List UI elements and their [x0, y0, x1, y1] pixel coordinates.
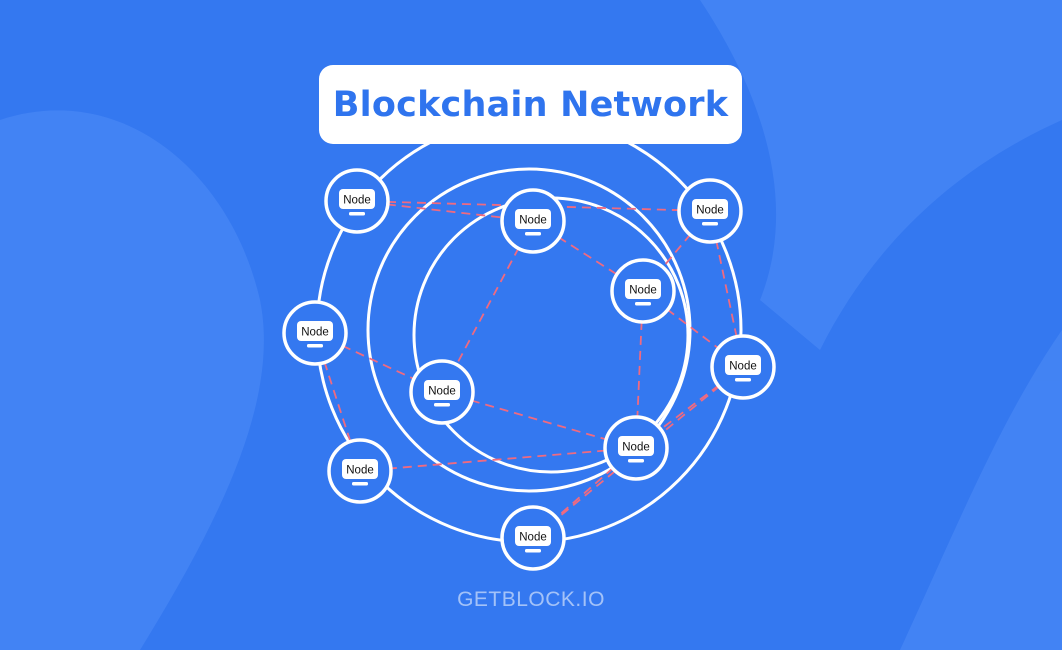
page-title: Blockchain Network	[332, 84, 729, 125]
link-n4-n8	[441, 391, 637, 449]
title-card: Blockchain Network	[319, 65, 742, 144]
node-n8[interactable]: Node	[603, 415, 669, 481]
monitor-icon	[515, 209, 551, 236]
monitor-icon	[424, 380, 460, 407]
node-label: Node	[301, 327, 329, 339]
node-label: Node	[629, 285, 657, 297]
link-n8-n9	[359, 447, 637, 472]
node-n6[interactable]: Node	[610, 258, 676, 324]
node-n5[interactable]: Node	[677, 178, 743, 244]
monitor-icon	[618, 436, 654, 463]
node-label: Node	[729, 361, 757, 373]
node-n4[interactable]: Node	[409, 359, 475, 425]
middle-ring	[366, 167, 692, 493]
node-n9[interactable]: Node	[327, 438, 393, 504]
node-label: Node	[696, 205, 724, 217]
node-label: Node	[428, 386, 456, 398]
node-n1[interactable]: Node	[324, 168, 390, 234]
node-n3[interactable]: Node	[282, 300, 348, 366]
node-n7[interactable]: Node	[710, 334, 776, 400]
link-n5-n7	[709, 210, 744, 368]
node-label: Node	[343, 195, 371, 207]
link-n6-n8	[635, 290, 644, 449]
monitor-icon	[692, 199, 728, 226]
node-n2[interactable]: Node	[500, 188, 566, 254]
node-label: Node	[519, 215, 547, 227]
node-n10[interactable]: Node	[500, 505, 566, 571]
monitor-icon	[515, 526, 551, 553]
node-label: Node	[519, 532, 547, 544]
brand-logo-text: GETBLOCK.IO	[457, 588, 605, 611]
node-label: Node	[622, 442, 650, 454]
monitor-icon	[297, 321, 333, 348]
monitor-icon	[725, 355, 761, 382]
monitor-icon	[339, 189, 375, 216]
monitor-icon	[342, 459, 378, 486]
monitor-icon	[625, 279, 661, 306]
node-label: Node	[346, 465, 374, 477]
